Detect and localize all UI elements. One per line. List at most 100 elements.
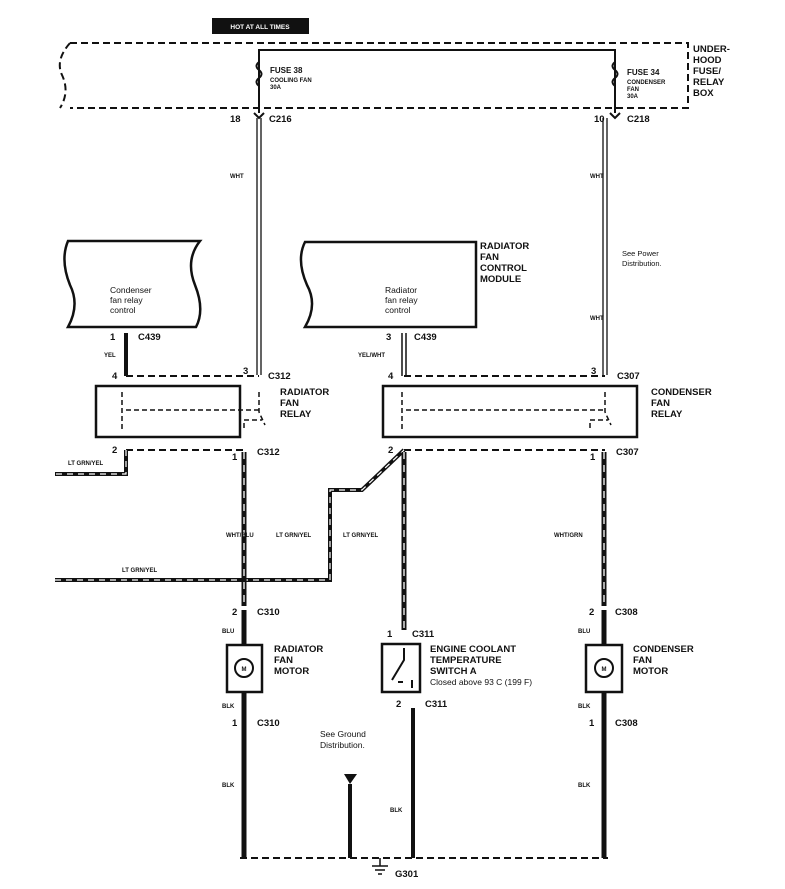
wire-label: LT GRN/YEL [276,533,312,539]
fuse-34-desc: CONDENSER [627,80,666,86]
ground-icon [372,858,388,875]
relay-title: RADIATOR [280,387,329,398]
c312-label: C312 [268,371,291,382]
c307-label: C307 [617,371,640,382]
control-text: Radiator [385,285,417,295]
pin: 1 [589,718,595,729]
pin: 1 [387,629,393,640]
svg-text:RELAY: RELAY [693,77,725,88]
c216-pin: 18 [230,114,241,125]
pin: 2 [388,445,393,456]
module-title: RADIATOR [480,241,529,252]
condenser-fan-relay [381,384,639,439]
svg-text:BOX: BOX [693,88,714,99]
control-text: fan relay [110,295,143,305]
wire-label: BLU [578,629,590,635]
pin: 1 [232,452,238,463]
ground-note: See Ground [320,729,366,739]
switch-title: SWITCH A [430,666,477,677]
svg-text:UNDER-: UNDER- [693,44,730,55]
hot-label: HOT AT ALL TIMES [230,24,290,31]
wire-label: BLK [390,808,403,814]
pin: 2 [232,607,237,618]
module-title: FAN [480,252,499,263]
motor-title: FAN [633,655,652,666]
pin: 4 [112,371,118,382]
svg-text:FUSE/: FUSE/ [693,66,721,77]
striped-wires [241,452,607,630]
relay-title: CONDENSER [651,387,712,398]
wire-label: WHT/GRN [554,533,583,539]
wht-wire-left [256,118,262,375]
power-bus [258,49,616,113]
wire-label: YEL/WHT [358,353,385,359]
relay-title: FAN [651,398,670,409]
motor-icon [594,658,614,678]
wire-stripe [243,452,605,630]
c218-label: C218 [627,114,650,125]
pin: 1 [590,452,596,463]
switch-title: ENGINE COOLANT [430,644,516,655]
c307-label: C307 [616,447,639,458]
c439-pin: 3 [386,332,391,343]
fuse-38-desc: COOLING FAN [270,78,312,84]
switch-icon [391,648,413,688]
pin: 2 [589,607,594,618]
motor-title: MOTOR [274,666,309,677]
motor-symbol: M [242,667,247,673]
c311-label: C311 [425,699,448,710]
c218-pin: 10 [594,114,605,125]
relay-title: RELAY [280,409,312,420]
wire-label: WHT [590,316,604,322]
wire-label: YEL [104,353,116,359]
c439-label: C439 [138,332,161,343]
connector-icons [253,112,621,120]
relay-title: FAN [280,398,299,409]
motor-title: FAN [274,655,293,666]
pin: 2 [396,699,401,710]
wire-label: BLK [578,704,591,710]
fuse-34-desc2: FAN [627,87,639,93]
c312-label: C312 [257,447,280,458]
svg-text:HOOD: HOOD [693,55,722,66]
pin: 3 [591,366,596,377]
pin: 4 [388,371,394,382]
motor-title: MOTOR [633,666,668,677]
wire-label: LT GRN/YEL [122,568,158,574]
hot-label-box [212,18,309,34]
engine-coolant-temp-switch [380,642,422,694]
motor-title: RADIATOR [274,644,323,655]
module-title: MODULE [480,274,521,285]
fuse-34-icon [611,61,619,87]
control-text: Condenser [110,285,152,295]
wire-label: WHT/BLU [226,533,254,539]
pin: 2 [112,445,117,456]
c439-pin: 1 [110,332,116,343]
c310-label: C310 [257,718,280,729]
relay-title: RELAY [651,409,683,420]
module-title: CONTROL [480,263,527,274]
lt-grn-yel-wire [55,448,406,582]
power-note: Distribution. [622,259,662,268]
condenser-fan-relay-control [63,239,203,329]
fuse-38-label: FUSE 38 [270,66,303,75]
control-text: control [385,305,411,315]
fuse-38-icon [255,61,263,87]
control-text: control [110,305,136,315]
c310-label: C310 [257,607,280,618]
fuse-34-label: FUSE 34 [627,68,660,77]
pin: 3 [243,366,248,377]
g301-label: G301 [395,869,419,880]
wire-label: WHT [590,174,604,180]
motor-title: CONDENSER [633,644,694,655]
pin: 1 [232,718,238,729]
fuse-box-title: UNDER- HOOD FUSE/ RELAY BOX [693,44,730,99]
switch-note: Closed above 93 C (199 F) [430,677,532,687]
wire-label: BLK [222,783,235,789]
arrow-down-icon [344,774,357,784]
wire-label: LT GRN/YEL [68,461,104,467]
power-note: See Power [622,249,659,258]
wire-label: BLU [222,629,234,635]
wire-stripe [55,449,405,581]
wire-label: BLK [222,704,235,710]
